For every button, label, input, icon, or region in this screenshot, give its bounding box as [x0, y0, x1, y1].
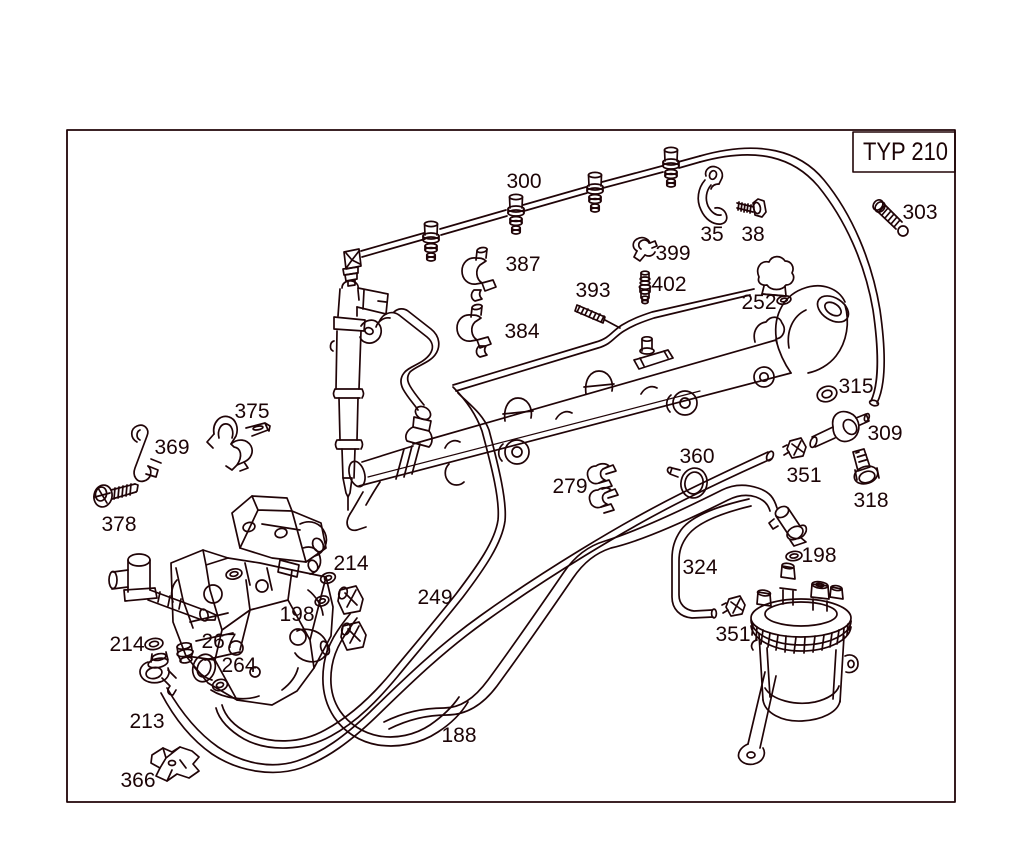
svg-text:384: 384 [504, 320, 539, 343]
svg-text:214: 214 [109, 633, 144, 656]
svg-text:360: 360 [679, 445, 714, 468]
svg-text:303: 303 [902, 201, 937, 224]
svg-text:188: 188 [441, 724, 476, 747]
svg-text:38: 38 [741, 223, 764, 246]
svg-text:369: 369 [154, 436, 189, 459]
svg-text:351: 351 [715, 623, 750, 646]
svg-text:309: 309 [867, 422, 902, 445]
svg-text:TYP 210: TYP 210 [863, 138, 948, 166]
svg-text:366: 366 [120, 769, 155, 792]
svg-text:387: 387 [505, 253, 540, 276]
svg-text:324: 324 [682, 556, 717, 579]
svg-text:252: 252 [741, 291, 776, 314]
svg-text:214: 214 [333, 552, 368, 575]
svg-text:315: 315 [838, 375, 873, 398]
svg-text:213: 213 [129, 710, 164, 733]
svg-text:198: 198 [279, 603, 314, 626]
svg-text:378: 378 [101, 513, 136, 536]
svg-text:399: 399 [655, 242, 690, 265]
svg-text:279: 279 [552, 475, 587, 498]
svg-text:249: 249 [417, 586, 452, 609]
svg-text:35: 35 [700, 223, 723, 246]
svg-text:318: 318 [853, 489, 888, 512]
svg-text:300: 300 [506, 170, 541, 193]
svg-text:264: 264 [221, 654, 256, 677]
svg-text:351: 351 [786, 464, 821, 487]
svg-text:375: 375 [234, 400, 269, 423]
svg-text:393: 393 [575, 279, 610, 302]
svg-text:402: 402 [651, 273, 686, 296]
svg-text:198: 198 [801, 544, 836, 567]
